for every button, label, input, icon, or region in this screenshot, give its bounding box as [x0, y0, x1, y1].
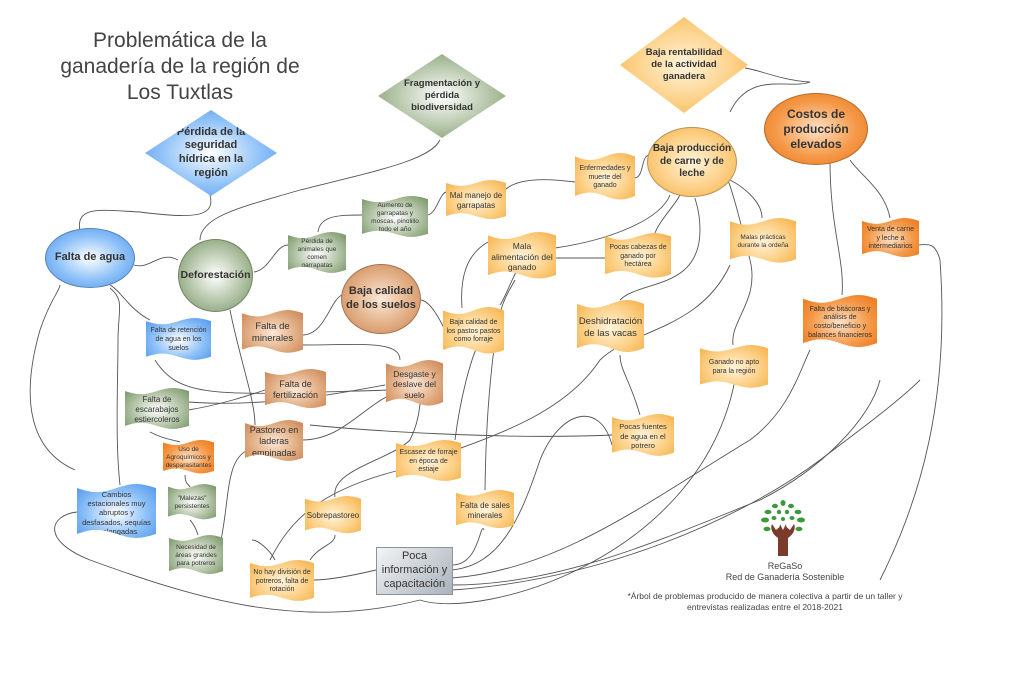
cause-falta-bitacoras: Falta de bitácoras y análisis de costo/b… — [803, 295, 877, 348]
footnote: *Árbol de problemas producido de manera … — [600, 591, 930, 613]
cause-areas-grandes: Necesidad de áreas grandes para potreros — [169, 535, 223, 575]
cause-escasez-forraje: Escasez de forraje en época de estiaje — [396, 440, 461, 481]
cause-ganado-no-apto: Ganado no apto para la región — [700, 345, 768, 388]
cause-malas-practicas: Malas prácticas durante la ordeña — [730, 218, 796, 263]
cause-mala-alimentacion: Mala alimentación del ganado — [488, 232, 556, 279]
cause-falta-sales: Falta de sales minerales — [456, 490, 514, 529]
title-line: Problemática de la — [93, 29, 267, 52]
org-credit: ReGaSo Red de Ganadería Sostenible — [700, 561, 870, 583]
cause-perdida-animales: Pérdida de animales que comen garrapatas — [288, 232, 346, 273]
regaso-tree-logo — [761, 500, 805, 556]
footnote-line: entrevistas realizadas entre el 2018-202… — [687, 602, 843, 612]
cause-poca-informacion: Poca información y capacitación — [376, 547, 453, 595]
cause-aumento-garrapatas: Aumento de garrapatas y moscas, pinolill… — [362, 196, 428, 237]
cause-desgaste-suelo: Desgaste y deslave del suelo — [386, 360, 443, 406]
diagram-title: Problemática de la ganadería de la regió… — [40, 28, 320, 106]
baja-calidad-suelos: Baja calidad de los suelos — [341, 264, 421, 334]
effect-fragmentacion: Fragmentación y pérdida biodiversidad — [378, 54, 506, 138]
cause-agroquimicos: Uso de Agroquímicos y desparasitantes — [163, 440, 214, 474]
cause-pastoreo-laderas: Pastoreo en laderas empinadas — [245, 420, 303, 461]
deforestacion: Deforestación — [178, 239, 253, 312]
cause-cambios-estacionales: Cambios estacionales muy abruptos y desf… — [77, 484, 156, 538]
cause-falta-fertilizacion: Falta de fertilización — [265, 369, 326, 409]
cause-enfermedades: Enfermedades y muerte del ganado — [575, 153, 635, 200]
title-line: Los Tuxtlas — [126, 81, 234, 104]
costos-produccion-elevados: Costos de producción elevados — [764, 93, 868, 165]
cause-venta-intermediarios: Venta de carne y leche a intermediarios — [862, 218, 919, 258]
effect-seguridad-hidrica: Pérdida de la seguridad hídrica en la re… — [145, 110, 277, 196]
cause-baja-calidad-pastos: Baja calidad de los pastos pastos como f… — [443, 307, 504, 354]
org-short-name: ReGaSo — [767, 561, 803, 571]
cause-pocas-cabezas: Pocas cabezas de ganado por hectárea — [605, 233, 671, 278]
cause-malezas: "Malezas" persistentes — [168, 484, 216, 520]
title-line: ganadería de la región de — [60, 55, 300, 78]
cause-falta-minerales: Falta de minerales — [242, 310, 303, 353]
cause-escarabajos: Falta de escarabajos estiercoleros — [125, 388, 189, 429]
cause-retencion-agua: Falta de retención de agua en los suelos — [146, 318, 211, 360]
cause-pocas-fuentes-agua: Pocas fuentes de agua en el potrero — [612, 414, 674, 456]
cause-sobrepastoreo: Sobrepastoreo — [305, 496, 361, 534]
cause-deshidratacion: Deshidratación de las vacas — [577, 300, 644, 353]
effect-baja-rentabilidad: Baja rentabilidad de la actividad ganade… — [620, 17, 748, 113]
cause-division-potreros: No hay división de potreros, falta de ro… — [250, 560, 314, 601]
cause-mal-manejo-garrapatas: Mal manejo de garrapatas — [446, 180, 506, 220]
footnote-line: *Árbol de problemas producido de manera … — [627, 591, 903, 601]
falta-de-agua: Falta de agua — [45, 228, 135, 288]
baja-produccion: Baja producción de carne y de leche — [647, 127, 737, 197]
org-full-name: Red de Ganadería Sostenible — [725, 572, 845, 582]
